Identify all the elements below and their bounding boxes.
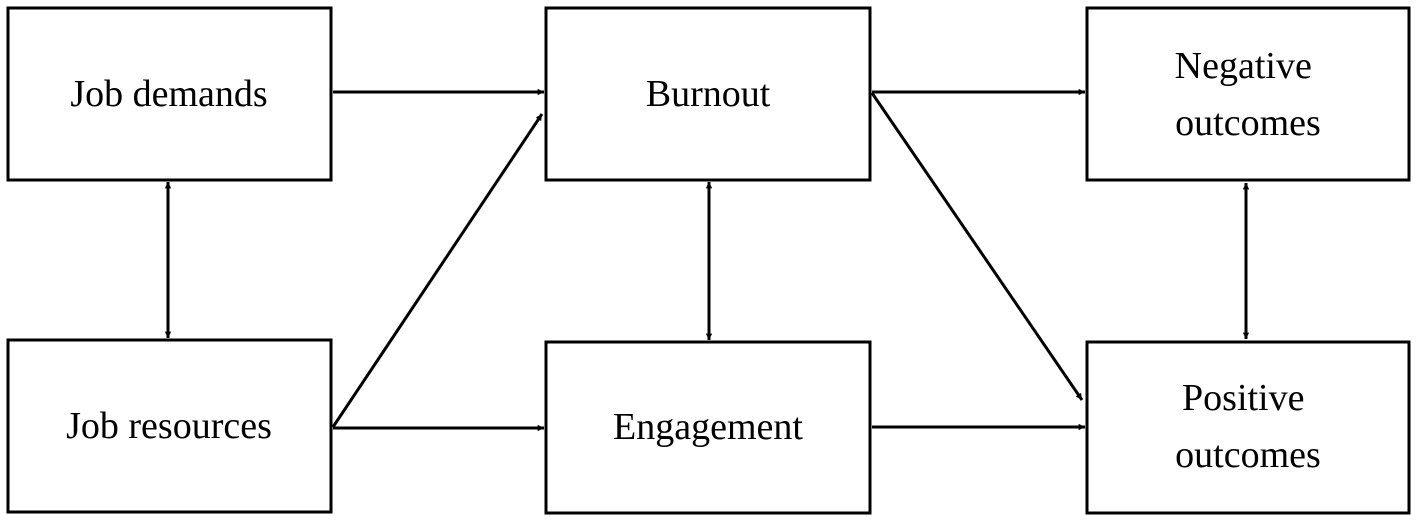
edge-job-resources-to-burnout [331,113,544,428]
node-job-resources: Job resources [6,338,333,514]
node-negative-outcomes: Negative outcomes [1085,6,1411,182]
node-job-demands: Job demands [6,6,333,182]
node-label: Burnout [646,73,771,115]
node-label: Job demands [70,73,267,115]
node-label: Job resources [66,405,272,447]
nodes-layer: Job demands Job resources Burnout Engage… [6,6,1411,515]
node-engagement: Engagement [544,340,872,515]
node-label: Engagement [613,406,803,448]
edges-layer [164,88,1250,432]
node-positive-outcomes: Positive outcomes [1085,340,1411,515]
node-burnout: Burnout [544,6,872,182]
node-label: Positive outcomes [1175,377,1321,476]
node-label: Negative outcomes [1175,45,1322,144]
edge-burnout-to-positive-outcomes [870,92,1084,401]
